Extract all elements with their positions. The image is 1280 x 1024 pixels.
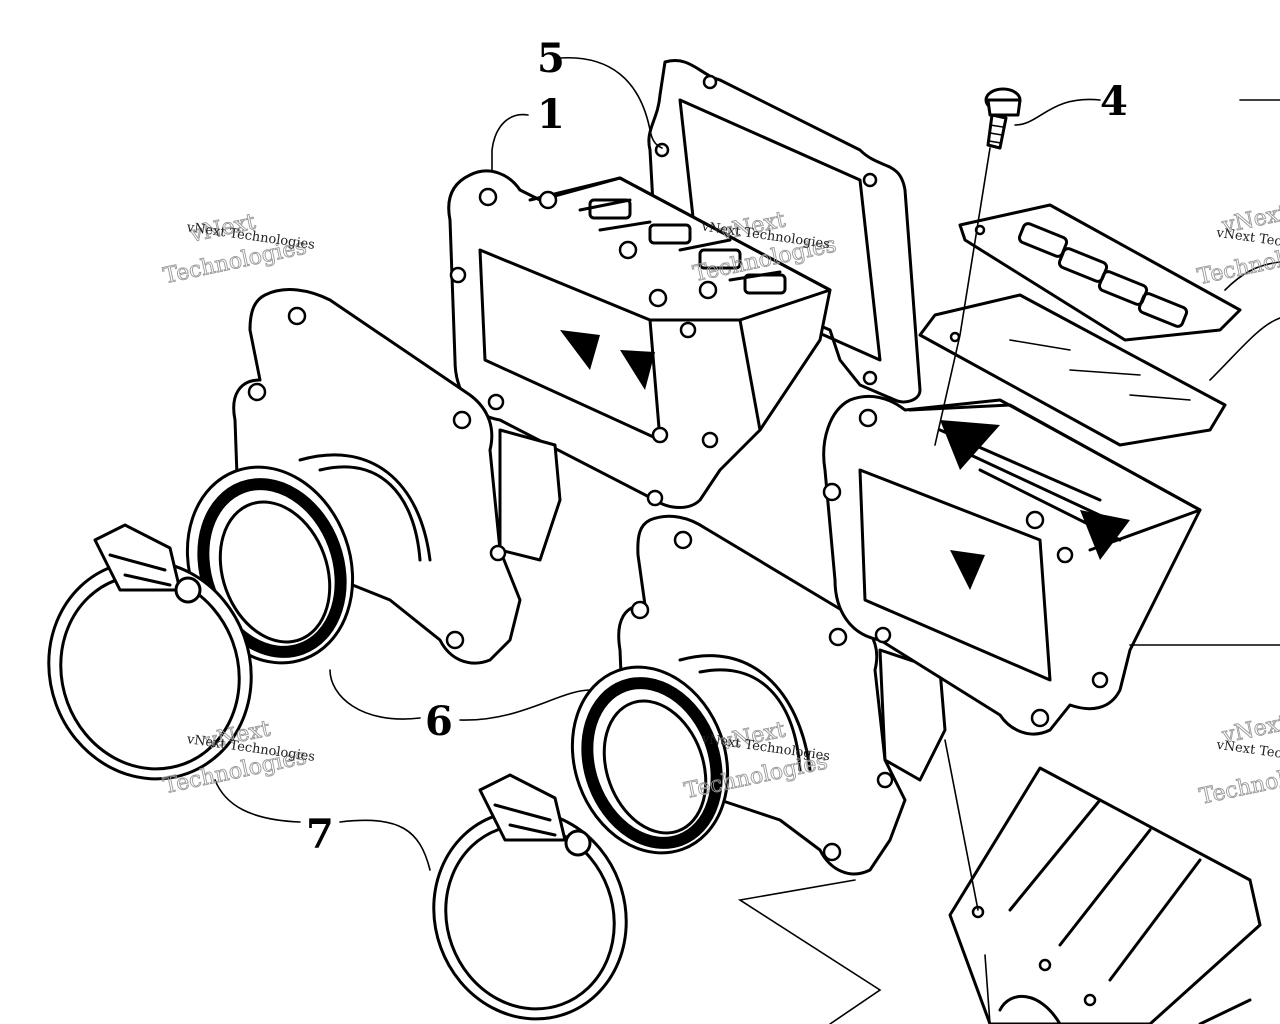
watermark-small: vNext Technologies xyxy=(1215,738,1280,771)
watermark-line2: Technologies xyxy=(1197,755,1280,810)
hose-clamp-upper xyxy=(47,523,253,781)
reed-cage-right xyxy=(822,394,1202,736)
hose-clamp-lower xyxy=(432,773,628,1021)
reed-plates-right xyxy=(918,203,1242,447)
callout-4: 4 xyxy=(1100,78,1128,125)
screw xyxy=(984,87,1022,150)
callouts: 5 1 4 6 7 xyxy=(306,35,1128,858)
intake-flange-lower xyxy=(570,514,947,876)
reed-assembly-lower xyxy=(948,766,1262,1024)
reed-cage-upper xyxy=(447,169,832,509)
leader-lines xyxy=(214,57,1280,1024)
callout-5: 5 xyxy=(537,35,565,82)
callout-1: 1 xyxy=(537,91,565,138)
callout-7: 7 xyxy=(306,811,334,858)
callout-6: 6 xyxy=(425,698,453,745)
